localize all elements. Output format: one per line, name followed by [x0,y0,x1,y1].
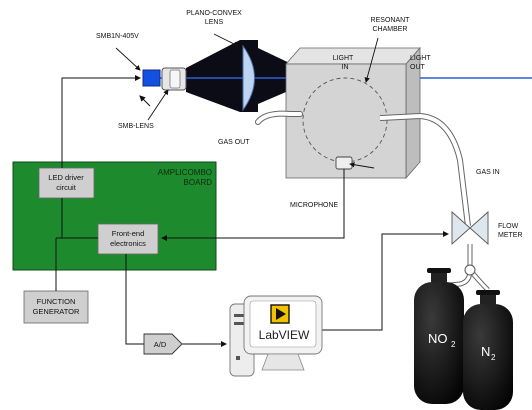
wiring [55,75,449,347]
label-flow-top: FLOW [498,223,519,230]
label-ad: A/D [154,340,167,349]
computer-icon [229,295,323,377]
label-lens-top: PLANO-CONVEX [186,10,242,17]
label-labview: LabVIEW [259,328,310,342]
led-icon [142,69,161,87]
label-n2: N [481,344,490,359]
gas-in-tube [379,113,470,227]
label-light-in-top: LIGHT [333,55,354,62]
gas-cylinder-icon [414,268,464,404]
label-smb-lens: SMB-LENS [118,123,154,130]
gas-out-tube [256,111,302,124]
label-gas-in: GAS IN [476,169,500,176]
label-func-bottom: GENERATOR [33,307,80,316]
label-led-top: LED driver [48,173,84,182]
label-frontend-top: Front-end [112,229,145,238]
label-no2-sub: 2 [451,340,456,349]
ad-converter [143,333,183,355]
label-gas-out: GAS OUT [218,139,250,146]
label-microphone: MICROPHONE [290,202,339,209]
labview-icon [270,304,290,324]
label-no2: NO [428,331,448,346]
label-led-bottom: circuit [56,183,77,192]
label-smb1n: SMB1N-405V [96,33,139,40]
label-flow-bottom: METER [498,232,523,239]
flow-valve-icon [451,210,489,246]
label-resonant-bottom: CHAMBER [372,26,407,33]
label-frontend-bottom: electronics [110,239,146,248]
label-light-out-top: LIGHT [410,55,431,62]
function-generator-box [23,290,89,324]
microphone-icon [335,156,353,170]
label-light-out-bottom: OUT [410,64,426,71]
label-board-bottom: BOARD [184,178,213,187]
resonant-chamber [285,46,421,180]
label-func-top: FUNCTION [37,297,76,306]
led-driver-box [38,167,95,199]
label-resonant-top: RESONANT [371,17,411,24]
plano-convex-lens-icon [242,44,255,112]
label-board-top: AMPLICOMBO [158,168,212,177]
label-lens-bottom: LENS [205,19,224,26]
front-end-box [97,223,159,255]
label-n2-sub: 2 [491,353,496,362]
leader-lines [115,33,379,169]
label-light-in-bottom: IN [342,64,349,71]
gas-cylinder-icon [463,290,513,410]
